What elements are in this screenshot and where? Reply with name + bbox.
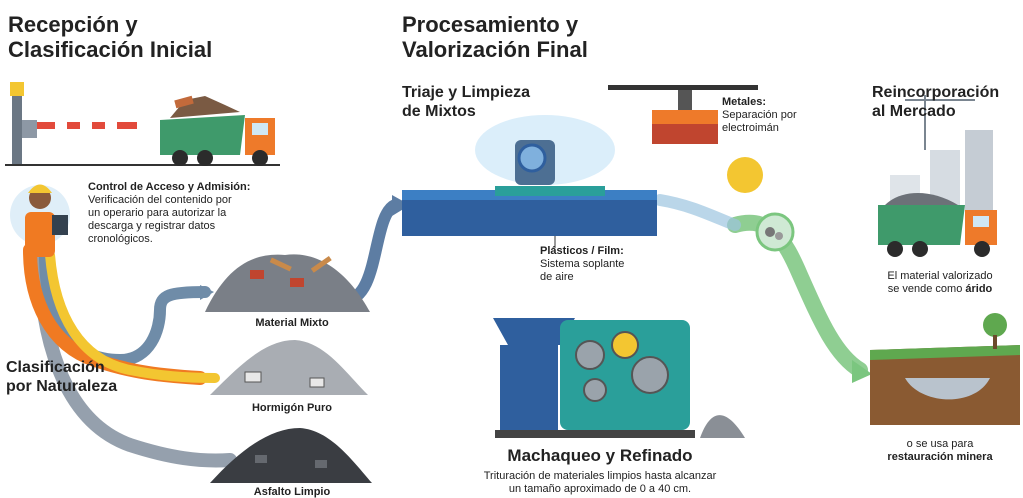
sorted-aggregate-circle (755, 212, 795, 252)
pile-asphalt (210, 428, 372, 483)
air-blower (475, 115, 615, 185)
market-restore-line: o se usa para (906, 438, 974, 450)
triage-title-line1: Triaje y Limpieza (402, 84, 531, 101)
market-sold-note: El material valorizado se vende como ári… (860, 270, 1020, 296)
pile-label-mixed: Material Mixto (255, 317, 329, 329)
classification-title-line1: Clasificación (6, 359, 105, 376)
barrier-gate (5, 82, 280, 166)
processing-title: Procesamiento y Valorización Final (402, 12, 588, 62)
metals-line-1: Separación por (722, 109, 797, 121)
arrow-head-market (852, 360, 872, 383)
worker-illustration (10, 184, 70, 257)
processing-title-line1: Procesamiento y (402, 12, 579, 37)
reception-title: Recepción y Clasificación Inicial (8, 12, 212, 62)
dump-truck-incoming (160, 95, 275, 166)
classification-title-line2: por Naturaleza (6, 378, 118, 395)
flow-yellow-to-concrete (45, 250, 220, 383)
market-sold-line-1: El material valorizado (887, 270, 993, 282)
dump-truck-outgoing (878, 192, 997, 257)
market-sold-line-2: se vende como árido (860, 283, 1020, 296)
pile-mixed (205, 254, 370, 312)
access-line-4: cronológicos. (88, 233, 153, 245)
reception-title-line2: Clasificación Inicial (8, 37, 213, 62)
metals-note: Metales: Separación por electroimán (722, 96, 822, 135)
crushing-line-1: Trituración de materiales limpios hasta … (483, 470, 717, 482)
triage-title-line2: de Mixtos (402, 103, 476, 120)
market-sold-text: se vende como (887, 283, 966, 295)
pile-label-asphalt: Asfalto Limpio (253, 486, 331, 498)
market-restore-bold: restauración minera (887, 451, 993, 463)
flow-blue-to-triage (339, 199, 401, 306)
crushing-line-2: un tamaño aproximado de 0 a 40 cm. (508, 483, 692, 495)
market-title: Reincorporación al Mercado (872, 83, 999, 121)
plastics-line-2: de aire (540, 271, 574, 283)
access-line-2: un operario para autorizar la (88, 207, 227, 219)
metals-line-2: electroimán (722, 122, 779, 134)
flow-blue (39, 249, 211, 367)
plastics-note: Plásticos / Film: Sistema soplante de ai… (540, 245, 660, 284)
plastics-line-1: Sistema soplante (540, 258, 625, 270)
access-line-3: descarga y registrar datos (88, 220, 216, 232)
electromagnet (608, 85, 763, 193)
plastics-heading: Plásticos / Film: (540, 245, 624, 257)
access-control-note: Control de Acceso y Admisión: Verificaci… (88, 181, 273, 246)
processing-title-line2: Valorización Final (402, 37, 588, 62)
flow-green-to-market (727, 214, 868, 378)
conveyor-belt (402, 186, 657, 248)
metals-heading: Metales: (722, 96, 767, 108)
pile-concrete (210, 340, 368, 395)
pile-label-concrete: Hormigón Puro (251, 402, 333, 414)
crusher-machine (493, 318, 745, 438)
arrow-head-mixed (200, 285, 214, 300)
crushing-description: Trituración de materiales limpios hasta … (440, 470, 760, 496)
classification-title: Clasificación por Naturaleza (6, 358, 117, 396)
market-sold-bold: árido (965, 283, 993, 295)
reception-title-line1: Recepción y (8, 12, 138, 37)
arrow-head-triage (392, 195, 410, 216)
market-restore-note: o se usa para restauración minera (860, 438, 1020, 464)
market-title-line2: al Mercado (872, 103, 956, 120)
mine-restoration (870, 313, 1020, 425)
crushing-title: Machaqueo y Refinado (507, 446, 693, 465)
access-line-1: Verificación del contenido por (88, 194, 232, 206)
flow-blue-to-sorter (654, 194, 741, 231)
access-control-heading: Control de Acceso y Admisión: (88, 181, 251, 193)
triage-title: Triaje y Limpieza de Mixtos (402, 83, 530, 121)
market-title-line1: Reincorporación (872, 84, 1000, 101)
